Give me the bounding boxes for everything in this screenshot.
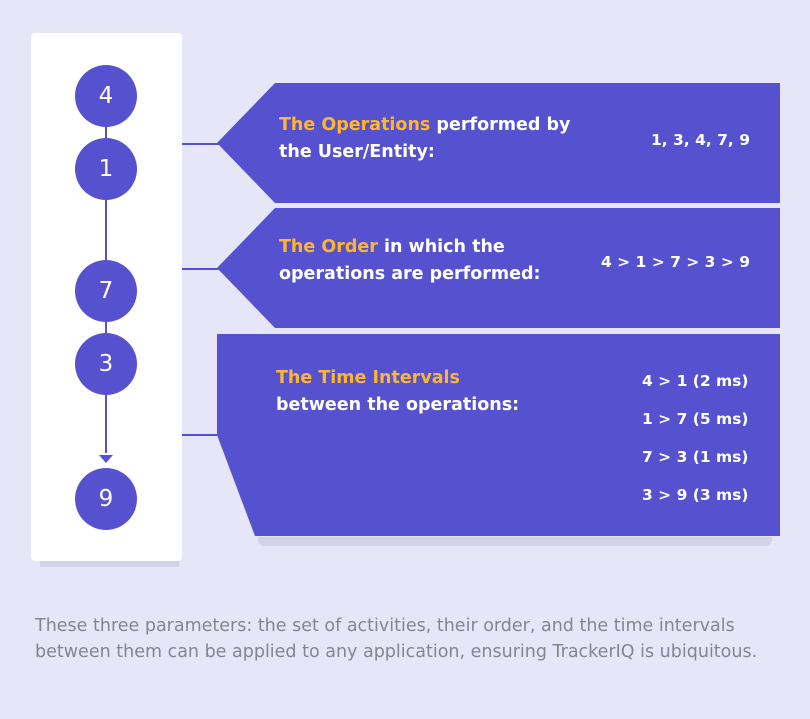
card-shadow	[258, 537, 772, 546]
card-order: The Order in which the operations are pe…	[217, 208, 780, 328]
timeline-node-1: 1	[75, 138, 137, 200]
timeline-connector-3-9	[105, 393, 107, 453]
interval-item: 7 > 3 (1 ms)	[642, 448, 749, 466]
card-connector-intervals	[182, 434, 222, 436]
card-order-title-rest: in which the	[377, 237, 505, 257]
card-order-title-line2: operations are performed:	[279, 264, 541, 284]
interval-item: 4 > 1 (2 ms)	[642, 372, 749, 390]
caption-text: These three parameters: the set of activ…	[35, 616, 758, 662]
timeline-node-4: 4	[75, 65, 137, 127]
card-operations-title-rest: performed by	[430, 115, 571, 135]
timeline-panel-shadow	[40, 560, 179, 567]
timeline-node-7: 7	[75, 260, 137, 322]
card-operations-highlight: The Operations	[279, 115, 431, 135]
card-operations-title-line2: the User/Entity:	[279, 142, 435, 162]
timeline-connector-1-7	[105, 198, 107, 261]
card-intervals-title: The Time Intervals between the operation…	[276, 365, 519, 419]
card-order-title: The Order in which the operations are pe…	[279, 234, 541, 288]
card-operations-value: 1, 3, 4, 7, 9	[650, 131, 750, 149]
timeline-node-9: 9	[75, 468, 137, 530]
card-connector-order	[182, 268, 222, 270]
card-connector-operations	[182, 143, 222, 145]
timeline-arrowhead	[99, 455, 113, 463]
interval-list: 4 > 1 (2 ms) 1 > 7 (5 ms) 7 > 3 (1 ms) 3…	[642, 362, 748, 514]
card-operations: The Operations performed by the User/Ent…	[217, 83, 780, 203]
card-intervals-title-line2: between the operations:	[276, 395, 520, 415]
card-time-intervals: The Time Intervals between the operation…	[217, 334, 780, 536]
card-order-value: 4 > 1 > 7 > 3 > 9	[600, 253, 750, 271]
timeline-connector-7-3	[105, 320, 107, 334]
timeline-node-3: 3	[75, 333, 137, 395]
card-intervals-highlight: The Time Intervals	[276, 368, 460, 388]
timeline-connector-4-1	[105, 126, 107, 140]
interval-item: 3 > 9 (3 ms)	[642, 486, 749, 504]
interval-item: 1 > 7 (5 ms)	[642, 410, 749, 428]
card-operations-title: The Operations performed by the User/Ent…	[279, 112, 570, 166]
card-order-highlight: The Order	[279, 237, 378, 257]
